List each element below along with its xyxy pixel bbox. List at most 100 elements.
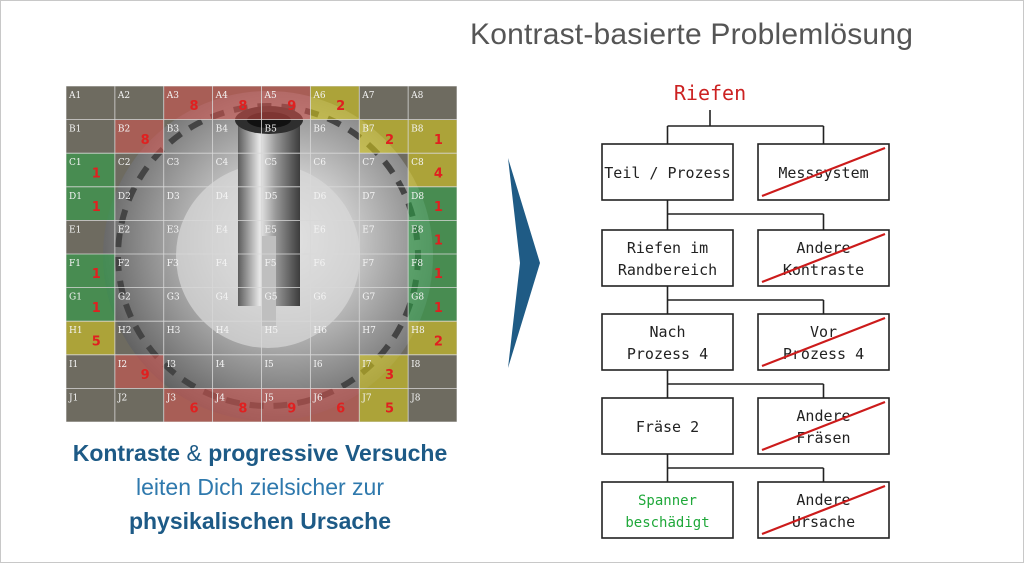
grid-cell-label: I8 [411, 360, 421, 370]
grid-cell-label: C4 [216, 158, 229, 168]
tree-node-right-text: Andere [796, 407, 850, 425]
zone-cell [66, 254, 115, 288]
defect-count: 9 [287, 402, 296, 417]
caption-physikalischen: physikalischen Ursache [128, 508, 392, 534]
grid-cell-label: J7 [361, 393, 372, 403]
zone-cell [408, 220, 457, 254]
caption-amp: & [186, 440, 202, 466]
grid-cell-label: E8 [411, 225, 424, 235]
zone-cell [212, 388, 262, 422]
defect-count: 5 [385, 402, 394, 417]
grid-cell-label: E7 [362, 225, 375, 235]
zone-cell [261, 388, 311, 422]
zone-cell [163, 86, 213, 120]
decision-tree: Riefen Teil / ProzessMesssystemRiefen im… [601, 81, 890, 539]
caption: Kontraste & progressive Versuche leiten … [0, 436, 520, 538]
zone-cell [163, 388, 213, 422]
defect-count: 3 [385, 368, 394, 383]
grid-cell-label: A7 [361, 91, 374, 101]
tree-node-left-text: beschädigt [625, 515, 709, 531]
tree-node-left [601, 397, 734, 455]
grid-cell-label: F5 [265, 259, 277, 269]
zone-cell [310, 86, 360, 120]
tree-node-left [601, 313, 734, 371]
zone-cell [408, 153, 457, 187]
tree-node-left-text: Teil / Prozess [604, 164, 730, 182]
grid-cell-label: F1 [69, 259, 81, 269]
strike-through [761, 316, 886, 368]
grid-cell-label: A4 [215, 91, 228, 101]
grid-cell-label: D4 [216, 192, 229, 202]
grid-cell-label: F3 [167, 259, 179, 269]
grid-cell-label: A3 [166, 91, 179, 101]
grid-cell-label: G1 [69, 293, 82, 303]
tree-node-left [601, 229, 734, 287]
grid-cell-label: A2 [117, 91, 130, 101]
defect-count: 6 [190, 402, 199, 417]
tool-tip [262, 236, 276, 326]
tree-node-left [601, 481, 734, 539]
grid-cell-label: D2 [118, 192, 131, 202]
grid-cell-label: B6 [313, 125, 326, 135]
defect-count: 5 [92, 334, 101, 349]
defect-count: 1 [92, 301, 101, 316]
defect-count: 1 [434, 301, 443, 316]
defect-count: 1 [434, 234, 443, 249]
grid-cell-label: E1 [69, 225, 81, 235]
grid-cell-label: D1 [69, 192, 82, 202]
zone-cell [408, 186, 457, 221]
grid-cell-label: B2 [118, 125, 130, 135]
grid-cell-label: J8 [410, 393, 421, 403]
zone-cell [408, 287, 457, 322]
zone-cell [66, 153, 115, 187]
grid-cell-label: A5 [264, 91, 277, 101]
tree-node-right [757, 229, 890, 287]
grid-cell-label: G6 [313, 293, 326, 303]
grid-cell-label: I1 [69, 360, 78, 370]
strike-through [761, 232, 886, 284]
defect-count: 2 [385, 133, 394, 148]
tree-node-right-text: Ursache [792, 513, 855, 531]
grid-cell-label: F2 [118, 259, 130, 269]
caption-progressive: progressive Versuche [208, 440, 448, 466]
defect-count: 1 [434, 133, 443, 148]
defect-count: 1 [434, 200, 443, 215]
grid-cell-label: I3 [167, 360, 177, 370]
tree-node-left-text: Spanner [638, 493, 697, 509]
grid-cell-label: J4 [215, 393, 226, 403]
grid-cell-label: E6 [313, 225, 326, 235]
grid-cell-label: E3 [167, 225, 180, 235]
defect-count: 9 [287, 99, 296, 114]
grid-cell-label: G2 [118, 293, 131, 303]
zone-cell [212, 86, 262, 120]
grid-cell-label: G4 [216, 293, 229, 303]
grid-cell-label: E4 [216, 225, 229, 235]
tree-node-left-text: Fräse 2 [636, 418, 699, 436]
grid-cell-label: G7 [362, 293, 375, 303]
defect-count: 9 [141, 368, 150, 383]
grid-cell-label: H2 [118, 326, 132, 336]
grid-cell-label: F7 [362, 259, 374, 269]
grid-cell-label: C2 [118, 158, 131, 168]
grid-cell-label: C7 [362, 158, 375, 168]
strike-through [761, 146, 886, 198]
grid-cell-label: I4 [216, 360, 226, 370]
grid-cell-label: B1 [69, 125, 81, 135]
grid-cell-label: I2 [118, 360, 127, 370]
zone-cell [408, 119, 457, 154]
zone-cell [359, 119, 409, 154]
defect-count: 1 [434, 267, 443, 282]
zone-cell [408, 321, 457, 355]
defect-count: 8 [141, 133, 150, 148]
defect-count: 6 [336, 402, 345, 417]
grid-cell-label: I7 [362, 360, 372, 370]
grid-cell-label: B4 [216, 125, 229, 135]
caption-line-1: Kontraste & progressive Versuche [0, 436, 520, 470]
grid-cell-label: B5 [265, 125, 278, 135]
tree-node-right [757, 313, 890, 371]
zone-cell [66, 186, 115, 221]
tree-root-label: Riefen [674, 81, 746, 105]
zone-cell [359, 388, 409, 422]
caption-line-3: physikalischen Ursache [0, 504, 520, 538]
zone-cell [66, 321, 115, 355]
